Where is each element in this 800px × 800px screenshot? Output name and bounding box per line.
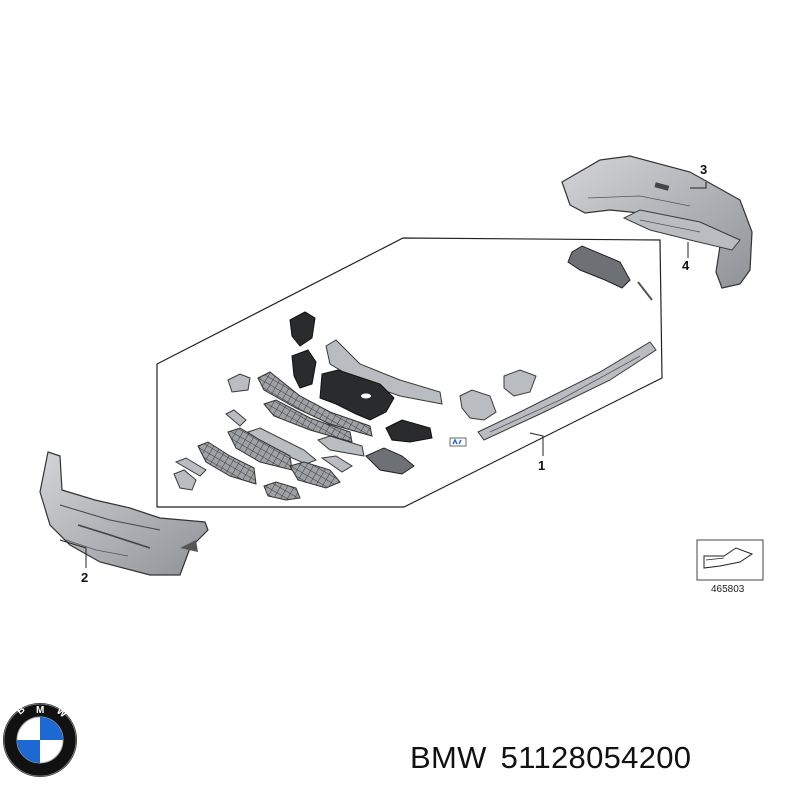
assembly-frame [156, 237, 663, 508]
reference-number: 465803 [711, 584, 745, 595]
caption-part-number: 51128054200 [500, 740, 692, 775]
reference-stamp: 465803 [696, 539, 764, 595]
callout-3: 3 [700, 162, 707, 177]
part-caption: BMW 51128054200 [410, 740, 705, 776]
rear-bumper-cover [561, 155, 753, 289]
leader-lines [59, 182, 707, 568]
bmw-logo: B M W [3, 703, 77, 777]
rear-diffuser-trim [622, 209, 741, 251]
front-bumper-components [173, 245, 657, 501]
front-bumper-cover [39, 451, 209, 576]
callout-1: 1 [538, 458, 545, 473]
caption-brand: BMW [410, 740, 487, 775]
callout-4: 4 [682, 258, 690, 273]
callout-2: 2 [81, 570, 88, 585]
svg-text:M: M [36, 705, 44, 716]
